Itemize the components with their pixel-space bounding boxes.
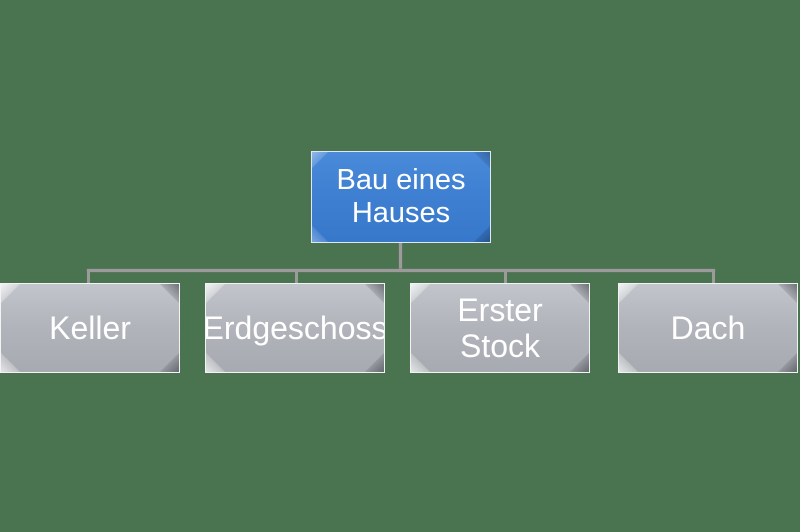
node-dach[interactable]: Dach (618, 283, 798, 373)
node-keller-label: Keller (49, 309, 131, 346)
connector-root-stem (399, 242, 402, 272)
node-erster-stock-label: Erster Stock (457, 291, 543, 364)
connector-drop-erster-stock (504, 270, 507, 284)
connector-drop-erdgeschoss (295, 270, 298, 284)
connector-drop-keller (87, 270, 90, 284)
node-erdgeschoss[interactable]: Erdgeschoss (205, 283, 385, 373)
node-root[interactable]: Bau eines Hauses (311, 151, 491, 243)
connector-horizontal-bus (87, 269, 715, 272)
connector-drop-dach (712, 270, 715, 284)
node-erster-stock[interactable]: Erster Stock (410, 283, 590, 373)
node-erdgeschoss-label: Erdgeschoss (205, 309, 385, 346)
node-keller[interactable]: Keller (0, 283, 180, 373)
node-root-label: Bau eines Hauses (336, 163, 466, 229)
node-dach-label: Dach (670, 309, 746, 346)
